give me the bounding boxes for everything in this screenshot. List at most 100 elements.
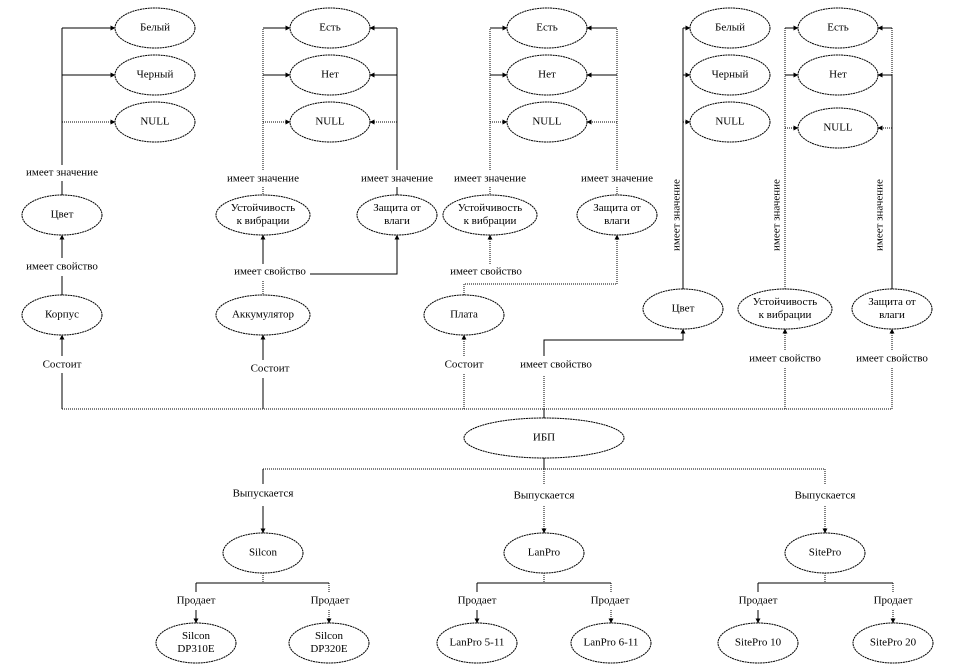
node-lp611: LanPro 6-11: [570, 622, 652, 664]
edge-line: [543, 328, 686, 356]
node-label: Silcon: [182, 630, 211, 642]
node-sp10: SitePro 10: [717, 622, 799, 664]
node-label: Цвет: [51, 209, 74, 221]
node-ellipse: [436, 622, 518, 664]
edge-label-l-r-prop2: имеет свойство: [749, 353, 821, 365]
node-label: Silcon: [249, 547, 278, 559]
node-ellipse: [689, 101, 771, 143]
node-label: Устойчивость: [458, 202, 522, 214]
node-label: SitePro 10: [735, 637, 782, 649]
node-label: к вибрации: [759, 309, 812, 321]
node-label: Корпус: [45, 309, 79, 321]
node-label: NULL: [532, 116, 562, 128]
edge-label-l-c3-cons: Состоит: [445, 359, 484, 371]
node-c4-black: Черный: [689, 54, 771, 96]
node-ellipse: [289, 7, 371, 49]
node-ellipse: [114, 54, 196, 96]
edge-label-l-c1-cons: Состоит: [43, 359, 82, 371]
node-ellipse: [642, 288, 724, 330]
node-label: Есть: [827, 22, 848, 34]
node-label: Белый: [140, 22, 170, 34]
edge-label-l-c2-val2: имеет значение: [361, 173, 433, 185]
node-ellipse: [114, 7, 196, 49]
node-sitepro: SitePro: [784, 532, 866, 574]
edge-label-l-c2-prop: имеет свойство: [234, 266, 306, 278]
node-c2-batt: Аккумулятор: [215, 294, 311, 336]
edge-label-l-r-val2: имеет значение: [771, 179, 783, 251]
edge-label-l-sell4: Продает: [591, 595, 630, 607]
node-c5-no: Нет: [797, 54, 879, 96]
node-ellipse: [506, 101, 588, 143]
edge-label-l-r-val1: имеет значение: [671, 179, 683, 251]
node-label: DP320E: [310, 643, 348, 655]
node-c1-color: Цвет: [21, 194, 103, 236]
node-ellipse: [506, 54, 588, 96]
node-c5-yes: Есть: [797, 7, 879, 49]
node-c3-null: NULL: [506, 101, 588, 143]
node-ellipse: [222, 532, 304, 574]
node-label: Есть: [319, 22, 340, 34]
edge-label-l-sell1: Продает: [177, 595, 216, 607]
node-c4-null: NULL: [689, 101, 771, 143]
node-c2-no: Нет: [289, 54, 371, 96]
node-c5-null: NULL: [797, 107, 879, 149]
node-label: NULL: [140, 116, 170, 128]
node-ellipse: [21, 194, 103, 236]
node-ellipse: [689, 7, 771, 49]
node-label: LanPro 6-11: [584, 637, 639, 649]
node-label: Нет: [538, 69, 556, 81]
node-ellipse: [576, 194, 658, 236]
node-ellipse: [717, 622, 799, 664]
edge-label-l-c3-prop: имеет свойство: [450, 266, 522, 278]
edge-label-l-c1-val: имеет значение: [26, 167, 98, 179]
node-ellipse: [784, 532, 866, 574]
node-ellipse: [737, 288, 833, 330]
edge-label-l-c2-cons: Состоит: [251, 363, 290, 375]
node-label: LanPro: [528, 547, 561, 559]
node-label: Белый: [715, 22, 745, 34]
edge-label-l-c1-prop: имеет свойство: [26, 261, 98, 273]
node-c1-white: Белый: [114, 7, 196, 49]
node-ellipse: [288, 622, 370, 664]
node-label: к вибрации: [464, 215, 517, 227]
node-silcon: Silcon: [222, 532, 304, 574]
node-label: NULL: [315, 116, 345, 128]
node-label: NULL: [823, 122, 853, 134]
node-label: Нет: [321, 69, 339, 81]
edge-label-l-rel2: Выпускается: [514, 490, 575, 502]
node-ellipse: [423, 294, 505, 336]
node-r-color: Цвет: [642, 288, 724, 330]
node-label: Черный: [712, 69, 749, 81]
node-ellipse: [114, 101, 196, 143]
edge-line: [463, 234, 620, 295]
node-label: Нет: [829, 69, 847, 81]
node-ellipse: [797, 7, 879, 49]
node-ellipse: [797, 54, 879, 96]
node-label: NULL: [715, 116, 745, 128]
node-c1-null: NULL: [114, 101, 196, 143]
node-label: Цвет: [672, 303, 695, 315]
node-ellipse: [215, 294, 311, 336]
edge-label-l-r-prop3: имеет свойство: [856, 353, 928, 365]
node-label: Аккумулятор: [232, 309, 295, 321]
edge-label-l-sell2: Продает: [311, 595, 350, 607]
node-ellipse: [289, 54, 371, 96]
node-c2-yes: Есть: [289, 7, 371, 49]
node-ellipse: [21, 294, 103, 336]
node-ellipse: [851, 288, 933, 330]
node-ellipse: [797, 107, 879, 149]
edge-label-l-r-val3: имеет значение: [874, 179, 886, 251]
node-label: Silcon: [315, 630, 344, 642]
node-ellipse: [689, 54, 771, 96]
edge-label-l-rel3: Выпускается: [795, 490, 856, 502]
node-label: Защита от: [868, 296, 916, 308]
node-label: DP310E: [177, 643, 215, 655]
node-ellipse: [506, 7, 588, 49]
